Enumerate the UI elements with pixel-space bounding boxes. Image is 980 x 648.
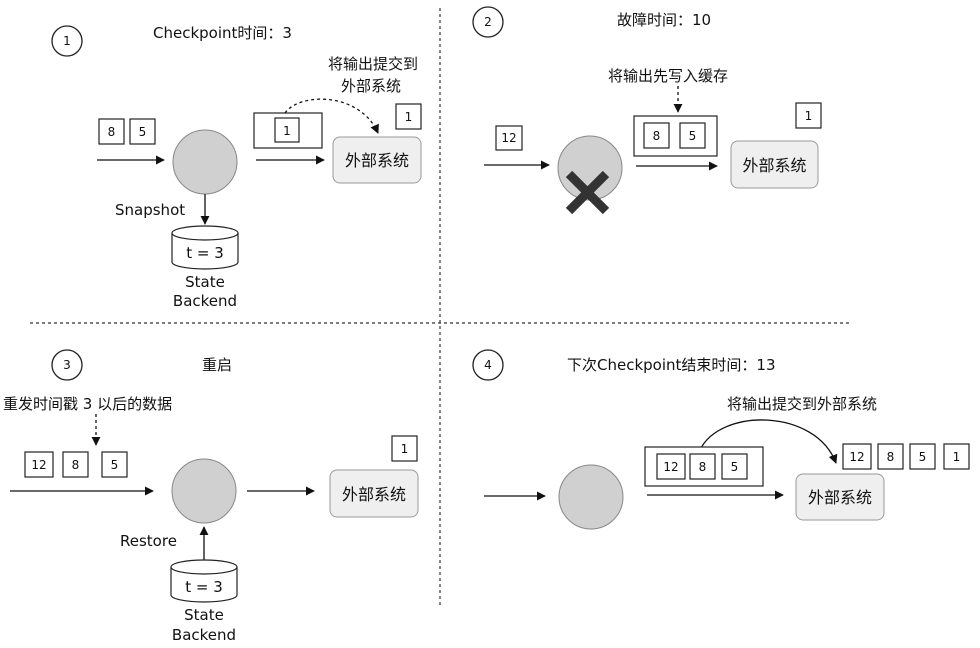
commit-arrow <box>284 98 379 134</box>
record-value: 1 <box>805 109 813 123</box>
panel-title: 下次Checkpoint结束时间：13 <box>567 356 776 374</box>
record-box <box>24 451 54 478</box>
panel-title: 故障时间：10 <box>617 11 711 29</box>
record-value: 12 <box>31 458 46 472</box>
step-number: 2 <box>484 15 492 29</box>
record-box <box>101 451 128 478</box>
record-value: 12 <box>663 460 678 474</box>
snapshot-label: Snapshot <box>115 201 185 219</box>
state-db-value: t = 3 <box>185 578 223 596</box>
record-box <box>62 451 89 478</box>
step-badge <box>51 25 83 57</box>
record-box <box>274 117 300 143</box>
record-box <box>391 435 418 462</box>
record-value: 8 <box>72 458 80 472</box>
record-value: 5 <box>139 125 147 139</box>
external-system-label: 外部系统 <box>345 151 409 170</box>
record-box <box>842 443 872 470</box>
record-box <box>689 453 716 480</box>
step-badge <box>472 349 504 381</box>
panel-1: 1 Checkpoint时间：3 8 5 1 将输出提交到 外部系统 1 外部系… <box>51 24 422 310</box>
backend-label: Backend <box>173 292 237 310</box>
operator-node <box>171 458 237 524</box>
record-value: 8 <box>653 129 661 143</box>
record-box <box>395 103 422 130</box>
state-db <box>171 233 239 270</box>
record-box <box>877 443 904 470</box>
record-box <box>795 102 822 129</box>
record-value: 1 <box>283 124 291 138</box>
state-db-top <box>171 225 239 241</box>
failure-icon <box>565 170 610 215</box>
external-system <box>730 140 819 189</box>
step-badge <box>51 349 83 381</box>
operator-node <box>172 129 238 195</box>
record-value: 12 <box>849 450 864 464</box>
panel-4: 4 下次Checkpoint结束时间：13 将输出提交到外部系统 12 8 5 … <box>472 349 970 530</box>
step-badge <box>472 6 504 38</box>
operator-node <box>558 464 624 530</box>
external-system <box>795 473 885 521</box>
record-box <box>129 118 156 145</box>
panel-title: Checkpoint时间：3 <box>153 24 292 42</box>
backend-label: State <box>184 606 224 624</box>
step-number: 1 <box>63 34 71 48</box>
record-box <box>679 122 706 149</box>
backend-label: Backend <box>172 626 236 644</box>
external-system <box>332 136 422 184</box>
record-box <box>909 443 936 470</box>
record-box <box>98 118 125 145</box>
record-box <box>495 125 523 151</box>
panel-2: 2 故障时间：10 将输出先写入缓存 12 8 5 1 外部系统 <box>472 6 822 215</box>
panel-3: 3 重启 重发时间戳 3 以后的数据 12 8 5 1 外部系统 Restore… <box>3 349 419 644</box>
record-box <box>656 453 686 480</box>
step-number: 4 <box>484 358 492 372</box>
record-box <box>721 453 748 480</box>
backend-label: State <box>185 273 225 291</box>
record-box <box>943 443 970 470</box>
commit-label: 外部系统 <box>341 77 401 95</box>
record-value: 5 <box>689 129 697 143</box>
record-value: 5 <box>919 450 927 464</box>
state-db <box>170 567 238 603</box>
record-box <box>643 122 670 149</box>
record-value: 12 <box>501 131 516 145</box>
record-value: 1 <box>401 442 409 456</box>
restore-label: Restore <box>120 532 177 550</box>
record-value: 5 <box>731 460 739 474</box>
external-system <box>329 469 419 518</box>
commit-label: 将输出提交到 <box>328 55 418 73</box>
commit-arrow <box>699 419 838 464</box>
state-db-value: t = 3 <box>186 244 224 262</box>
state-db-top <box>170 559 238 575</box>
external-system-label: 外部系统 <box>342 485 406 504</box>
record-value: 1 <box>953 450 961 464</box>
record-value: 1 <box>405 110 413 124</box>
step-number: 3 <box>63 358 71 372</box>
panel-title: 重启 <box>202 356 232 374</box>
record-value: 8 <box>108 125 116 139</box>
replay-label: 重发时间戳 3 以后的数据 <box>3 395 172 413</box>
external-system-label: 外部系统 <box>808 488 872 507</box>
record-value: 8 <box>699 460 707 474</box>
record-value: 8 <box>887 450 895 464</box>
commit-label: 将输出提交到外部系统 <box>727 395 877 413</box>
external-system-label: 外部系统 <box>742 156 806 175</box>
record-value: 5 <box>111 458 119 472</box>
cache-label: 将输出先写入缓存 <box>608 67 728 85</box>
